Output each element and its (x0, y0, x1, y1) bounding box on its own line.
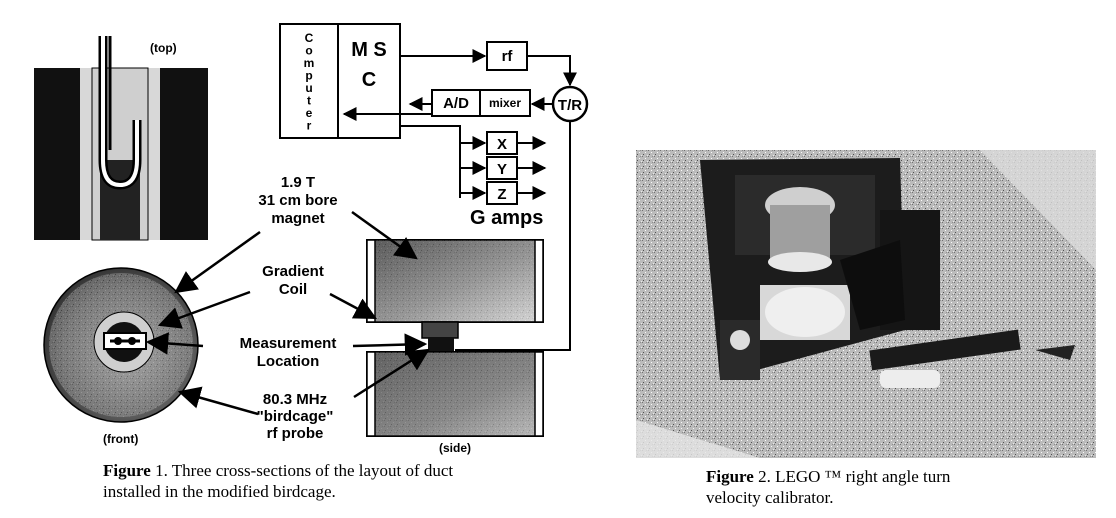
x-amp-label: X (497, 136, 507, 153)
computer-letter: t (307, 94, 311, 108)
z-amp-label: Z (497, 186, 506, 203)
lego-calibrator-photo (636, 150, 1096, 458)
rf-probe-body (421, 321, 459, 339)
figure2-caption-line2: velocity calibrator. (706, 488, 834, 507)
pointer-arrows (145, 210, 430, 416)
rf-box (486, 41, 528, 71)
magnet-label-line1: 1.9 T (281, 174, 315, 191)
magnet-label-line2: 31 cm bore (258, 192, 337, 209)
figure2-caption-prefix: Figure (706, 467, 754, 486)
figure2-caption: Figure 2. LEGO ™ right angle turn veloci… (706, 466, 1106, 508)
computer-letter: C (305, 31, 314, 45)
figure2-caption-text1: 2. LEGO ™ right angle turn (753, 467, 951, 486)
figure1-caption-line2: installed in the modified birdcage. (103, 482, 336, 501)
ad-box (431, 89, 481, 117)
figure1-caption-line1: Figure 1. Three cross-sections of the la… (103, 460, 583, 481)
top-view-diagram: (top) (34, 36, 208, 241)
msc-label-line2: C (362, 69, 376, 91)
measurement-location-marker (428, 338, 454, 352)
measurement-label-line2: Location (257, 353, 320, 370)
ad-label: A/D (443, 95, 469, 112)
y-amp-label: Y (497, 161, 507, 178)
coil-label-line2: Coil (279, 281, 307, 298)
side-view-label: (side) (439, 441, 471, 455)
computer-letter: u (305, 81, 312, 95)
probe-label-line1: 80.3 MHz (263, 391, 327, 408)
front-view-label: (front) (103, 432, 138, 446)
computer-letter: r (307, 119, 312, 133)
signal-wires (342, 49, 577, 351)
front-view-diagram: (front) (43, 267, 199, 446)
g-amps-label: G amps (470, 207, 543, 229)
probe-label-line2: "birdcage" (257, 408, 334, 425)
msc-label-line1: M S (351, 39, 387, 61)
computer-letter: o (305, 44, 312, 58)
computer-letter: p (305, 69, 312, 83)
computer-letter: m (304, 56, 315, 70)
mixer-box (479, 89, 531, 117)
tr-label: T/R (558, 97, 582, 114)
mixer-label: mixer (489, 96, 521, 110)
figure1-caption-prefix: Figure (103, 461, 151, 480)
coil-label-line1: Gradient (262, 263, 324, 280)
computer-letter: e (306, 106, 313, 120)
top-view-label: (top) (150, 41, 177, 55)
probe-label-line3: rf probe (267, 425, 324, 442)
figure2-caption-line1: Figure 2. LEGO ™ right angle turn (706, 466, 1106, 487)
magnet-label-line3: magnet (271, 210, 324, 227)
figure1-caption: Figure 1. Three cross-sections of the la… (103, 460, 583, 502)
figure1-caption-text1: 1. Three cross-sections of the layout of… (150, 461, 454, 480)
measurement-label-line1: Measurement (240, 335, 337, 352)
rf-label: rf (502, 48, 514, 65)
